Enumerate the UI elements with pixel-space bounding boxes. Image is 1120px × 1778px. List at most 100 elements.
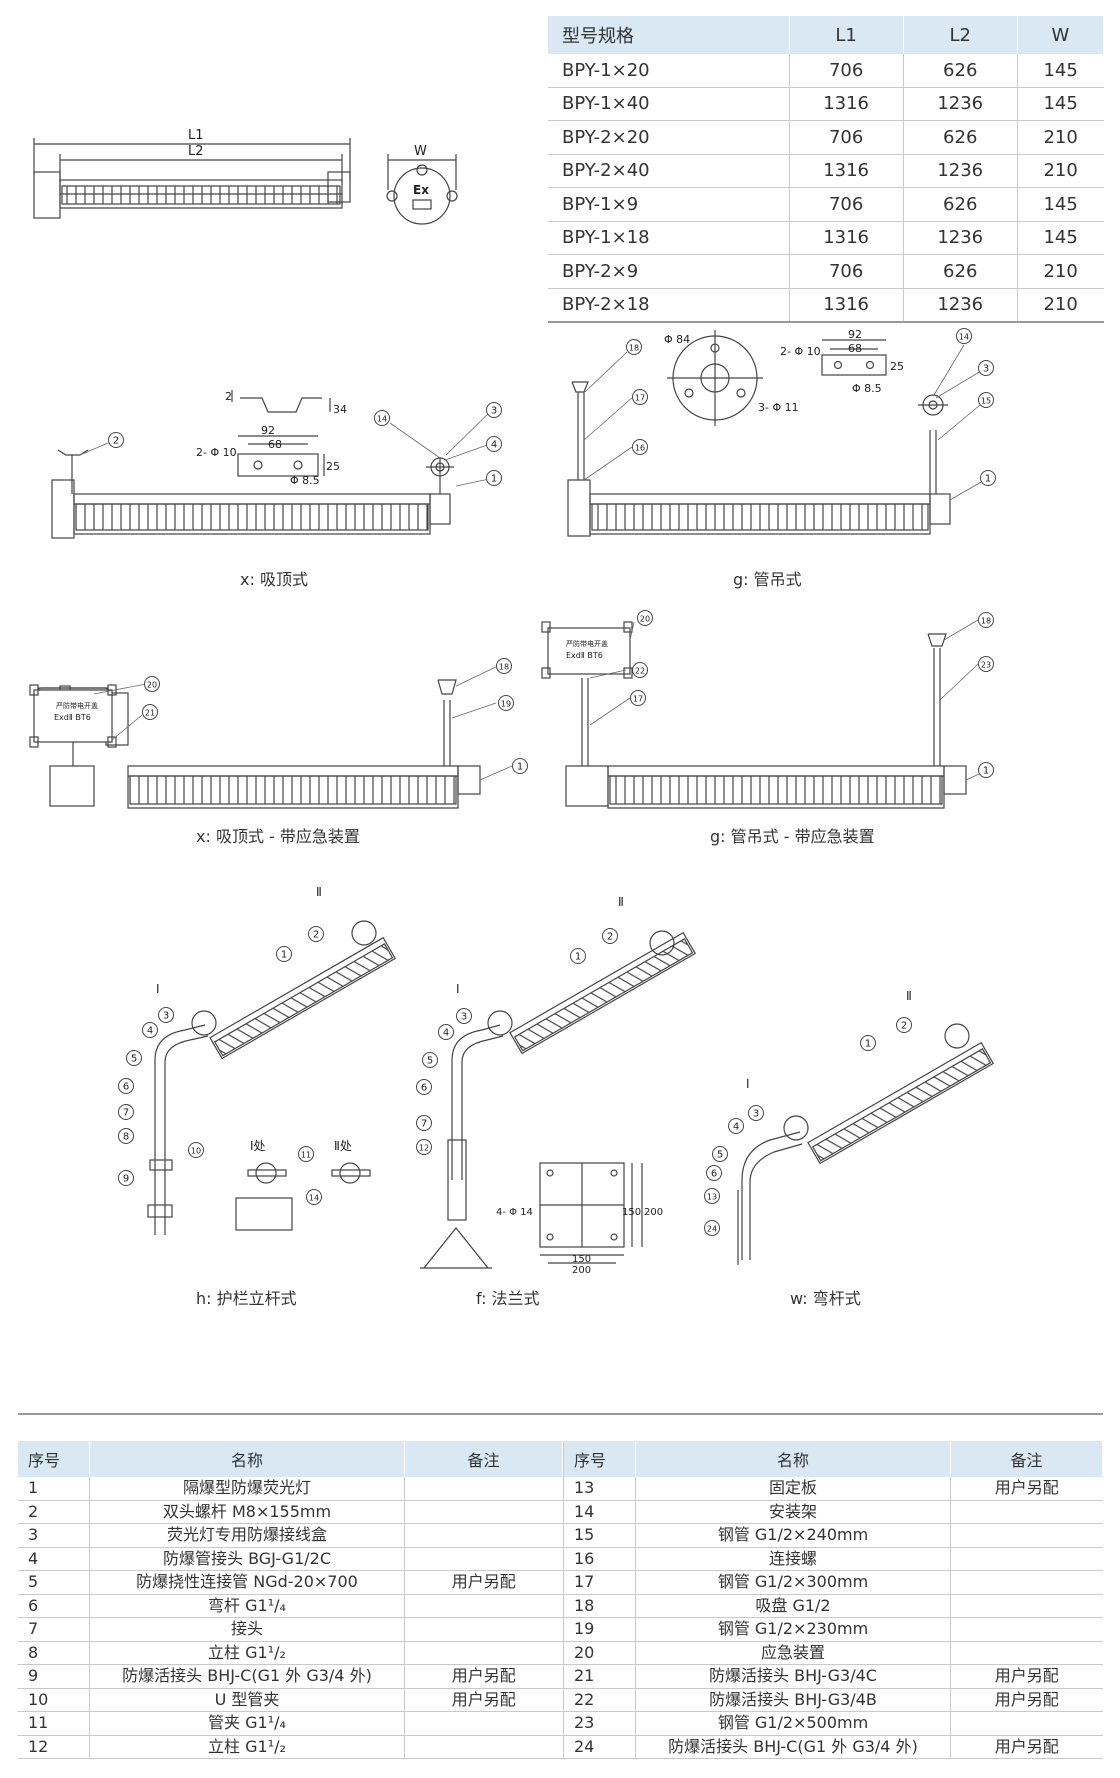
bracket-2: 2 <box>225 390 232 403</box>
parts-cell-name: 立柱 G1¹/₂ <box>89 1735 405 1759</box>
parts-cell-no: 9 <box>18 1664 90 1689</box>
parts-cell-no: 18 <box>563 1594 636 1618</box>
callout-number: 5 <box>427 1056 433 1067</box>
spec-cell-l2: 626 <box>903 254 1018 289</box>
pipe-pendant-drawing <box>567 330 951 537</box>
callout-4: 4 <box>142 1022 158 1038</box>
spec-header-w: W <box>1017 16 1105 54</box>
callout-16: 16 <box>632 439 648 455</box>
parts-cell-remark <box>950 1617 1103 1642</box>
spec-cell-l1: 1316 <box>789 288 904 323</box>
parts-cell-no: 2 <box>18 1500 90 1524</box>
spec-cell-model: BPY-2×18 <box>548 288 790 323</box>
caption-x-emergency: x: 吸顶式 - 带应急装置 <box>196 827 360 846</box>
bracket-34: 34 <box>333 403 347 416</box>
callout-number: 4 <box>147 1026 153 1037</box>
callout-17: 17 <box>632 389 648 405</box>
parts-cell-no: 1 <box>18 1477 90 1501</box>
parts-cell-no: 22 <box>563 1688 636 1712</box>
parts-cell-remark <box>404 1617 563 1642</box>
parts-cell-no: 11 <box>18 1711 90 1736</box>
callout-2: 2 <box>896 1017 912 1033</box>
base-h2: 200 <box>644 1207 663 1218</box>
parts-cell-no: 23 <box>563 1711 636 1736</box>
parts-cell-no: 16 <box>563 1547 636 1571</box>
parts-cell-remark <box>950 1594 1103 1618</box>
spec-cell-l2: 1236 <box>903 221 1018 255</box>
parts-cell-name: 吸盘 G1/2 <box>635 1594 951 1618</box>
spec-cell-model: BPY-2×9 <box>548 254 790 289</box>
callout-number: 1 <box>491 474 497 485</box>
emergency-box2-text2: ExdⅡ BT6 <box>566 651 603 660</box>
bracket2-hole2: Φ 8.5 <box>852 382 882 395</box>
callout-1: 1 <box>860 1035 876 1051</box>
callout-number: 8 <box>123 1132 129 1143</box>
detail-i-title: Ⅰ处 <box>250 1139 266 1153</box>
spec-header-model: 型号规格 <box>548 16 790 54</box>
label-i-h: Ⅰ <box>156 982 160 996</box>
callout-number: 3 <box>491 406 497 417</box>
parts-cell-no: 14 <box>563 1500 636 1524</box>
parts-cell-remark <box>950 1500 1103 1524</box>
spec-header-row: 型号规格 L1 L2 W <box>548 16 1105 54</box>
callout-19: 19 <box>498 695 514 711</box>
parts-cell-name: 钢管 G1/2×230mm <box>635 1617 951 1642</box>
bracket-hole1: 2- Φ 10 <box>196 446 237 459</box>
callout-number: 16 <box>635 444 645 453</box>
label-i-f: Ⅰ <box>456 982 460 996</box>
flange-post-drawing <box>420 930 697 1269</box>
callout-number: 23 <box>981 661 991 670</box>
installation-drawings: L1 L2 W Ex 92 68 25 2- Φ 10 Φ 8.5 34 <box>29 128 996 1276</box>
parts-cell-remark <box>404 1594 563 1618</box>
parts-cell-no: 7 <box>18 1617 90 1642</box>
ceiling-emergency-drawing <box>35 685 481 809</box>
callout-9: 9 <box>118 1170 134 1186</box>
parts-cell-name: 接头 <box>89 1617 405 1642</box>
parts-cell-name: 防爆活接头 BHJ-C(G1 外 G3/4 外) <box>89 1664 405 1689</box>
callout-5: 5 <box>422 1052 438 1068</box>
dim-l1-label: L1 <box>188 128 204 143</box>
callout-number: 18 <box>499 663 509 672</box>
caption-h: h: 护栏立杆式 <box>196 1289 297 1308</box>
parts-cell-name: 防爆挠性连接管 NGd-20×700 <box>89 1570 405 1595</box>
parts-cell-no: 21 <box>563 1664 636 1689</box>
spec-cell-w: 145 <box>1017 221 1104 255</box>
callout-10: 10 <box>188 1142 204 1158</box>
callout-2: 2 <box>602 928 618 944</box>
spec-cell-l1: 1316 <box>789 221 904 255</box>
callout-number: 3 <box>983 364 989 375</box>
spec-header-l2: L2 <box>903 16 1018 54</box>
callout-4: 4 <box>438 1024 454 1040</box>
callout-number: 6 <box>421 1083 427 1094</box>
parts-cell-name: 防爆管接头 BGJ-G1/2C <box>89 1547 405 1571</box>
callout-number: 18 <box>981 617 991 626</box>
callout-1: 1 <box>978 762 994 778</box>
callout-number: 2 <box>313 930 319 941</box>
dimension-end-view <box>386 154 458 225</box>
callout-number: 24 <box>707 1225 717 1234</box>
callout-number: 1 <box>517 762 523 773</box>
spec-cell-l2: 1236 <box>903 87 1018 121</box>
callout-3: 3 <box>978 360 994 376</box>
callout-2: 2 <box>308 926 324 942</box>
callout-14: 14 <box>956 328 972 344</box>
callout-number: 2 <box>607 932 613 943</box>
callout-12: 12 <box>416 1139 432 1155</box>
flange-dia: Φ 84 <box>664 333 690 346</box>
parts-cell-no: 6 <box>18 1594 90 1618</box>
callout-20: 20 <box>637 610 653 626</box>
spec-cell-model: BPY-1×20 <box>548 54 790 88</box>
parts-cell-remark <box>950 1547 1103 1571</box>
parts-cell-no: 13 <box>563 1477 636 1501</box>
callout-3: 3 <box>456 1008 472 1024</box>
callout-3: 3 <box>748 1105 764 1121</box>
